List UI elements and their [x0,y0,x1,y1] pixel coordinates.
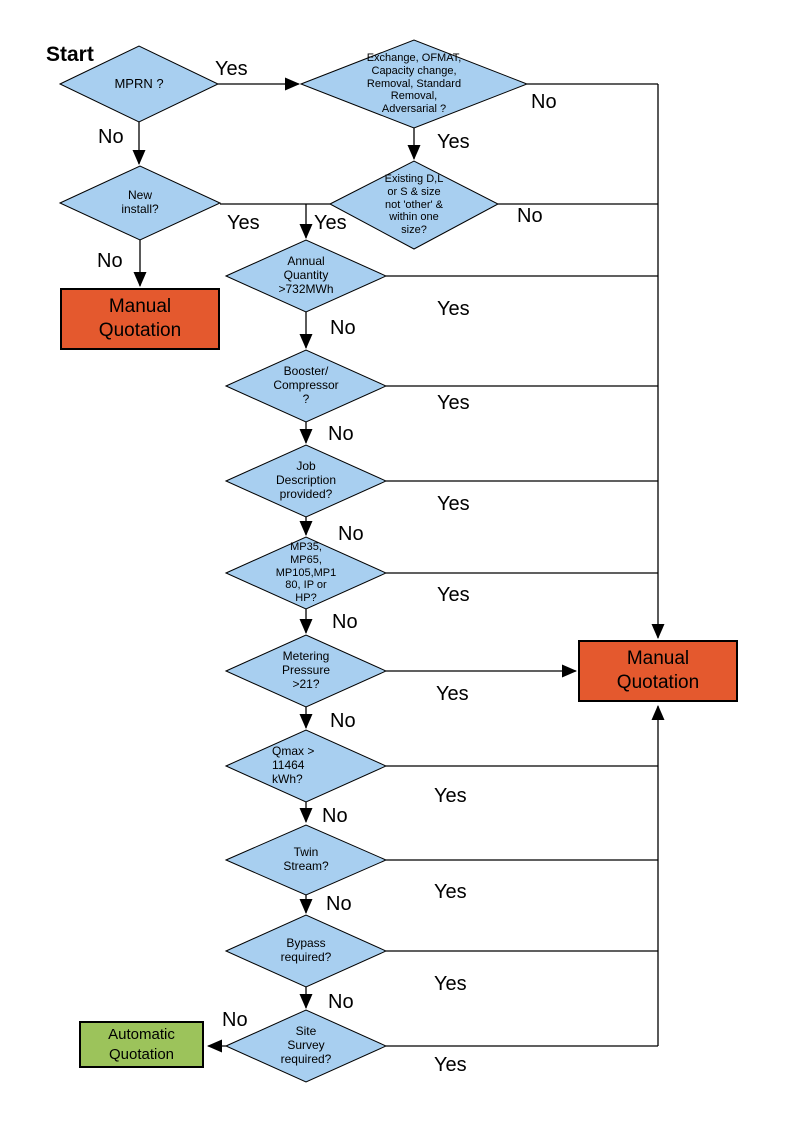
edge-label-exchange-yes: Yes [437,131,470,153]
decision-exchange-shape [299,39,529,129]
decision-booster-shape [224,349,388,423]
edge-label-exchange-no: No [531,91,557,113]
decision-jobdesc-shape [224,444,388,518]
edge-label-mprn-no: No [98,126,124,148]
edge-label-newinstall-yes: Yes [227,212,260,234]
decision-site-shape [224,1009,388,1083]
decision-existing-shape [328,160,500,250]
edge-label-site-no: No [222,1009,248,1031]
start-label: Start [46,43,94,66]
edge-label-existing-no: No [517,205,543,227]
edge-label-booster-no: No [328,423,354,445]
terminal-manual-quotation-left: Manual Quotation [60,288,220,350]
decision-qmax-shape [224,729,388,803]
edge-label-mp35-no: No [332,611,358,633]
edge-label-annual-yes: Yes [437,298,470,320]
connector-lines [132,77,665,1053]
edge-label-jobdesc-yes: Yes [437,493,470,515]
terminal-manual-quotation-right: Manual Quotation [578,640,738,702]
edge-label-qmax-yes: Yes [434,785,467,807]
edge-label-existing-yes: Yes [314,212,347,234]
edge-label-newinstall-no: No [97,250,123,272]
edge-label-booster-yes: Yes [437,392,470,414]
edge-label-bypass-yes: Yes [434,973,467,995]
edge-label-metering-no: No [330,710,356,732]
edge-label-twin-yes: Yes [434,881,467,903]
decision-mp35-shape [224,536,388,610]
edge-label-mp35-yes: Yes [437,584,470,606]
decision-newinstall-shape [58,165,222,241]
decision-mprn-shape [58,45,220,123]
edge-label-annual-no: No [330,317,356,339]
decision-metering-shape [224,634,388,708]
decision-bypass-shape [224,914,388,988]
edge-label-twin-no: No [326,893,352,915]
edge-label-qmax-no: No [322,805,348,827]
decision-annual-shape [224,239,388,313]
edge-label-metering-yes: Yes [436,683,469,705]
edge-label-site-yes: Yes [434,1054,467,1076]
decision-twin-shape [224,824,388,896]
edge-label-mprn-yes: Yes [215,58,248,80]
terminal-automatic-quotation: Automatic Quotation [79,1021,204,1068]
edge-label-jobdesc-no: No [338,523,364,545]
edge-label-bypass-no: No [328,991,354,1013]
